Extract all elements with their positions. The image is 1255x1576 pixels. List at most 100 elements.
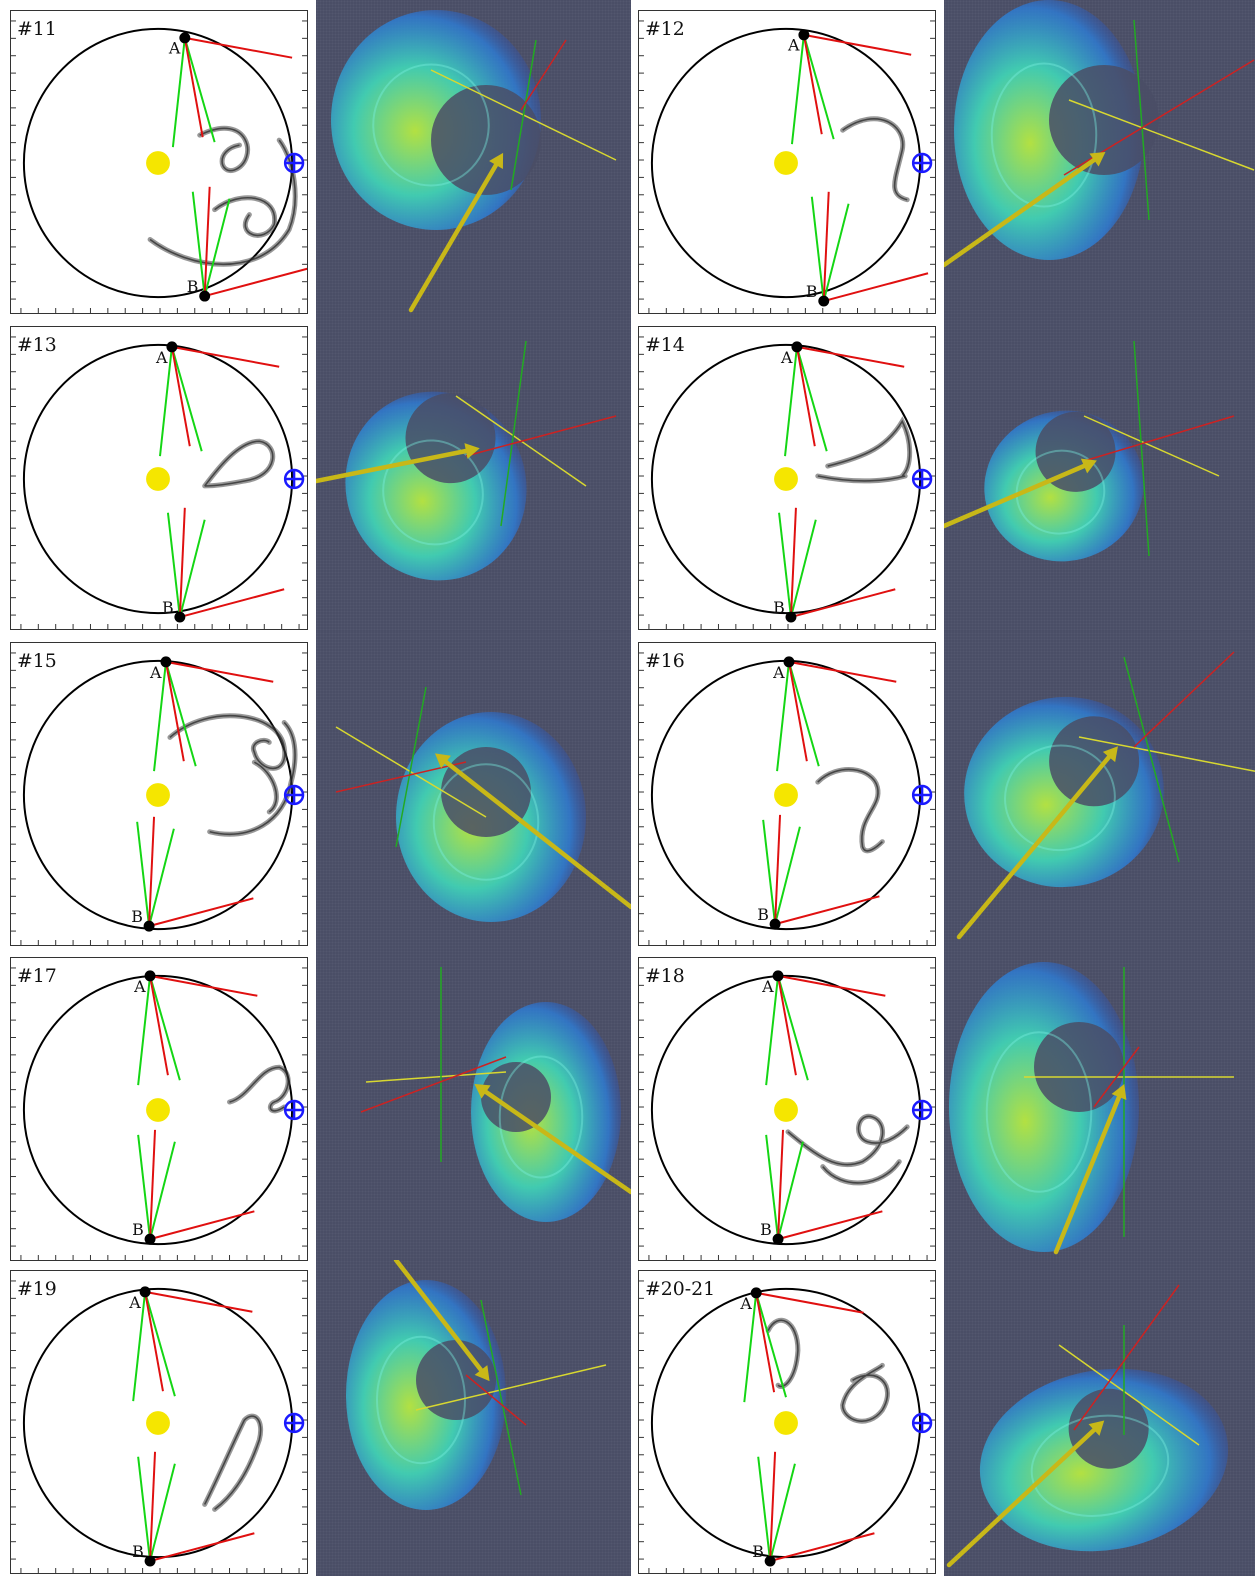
ejecta-sketch	[202, 438, 276, 489]
flux-rope-volume	[954, 0, 1159, 260]
volume-render-svg	[346, 1260, 607, 1510]
sun-disk-icon	[774, 783, 798, 807]
direction-arrow-icon	[434, 753, 631, 910]
orbit-schematic-svg: AB#16	[639, 650, 935, 945]
coordinate-axis-line	[1133, 19, 1150, 221]
spacecraft-b-dot-icon	[764, 1555, 776, 1567]
orbit-schematic-svg: AB#15	[11, 650, 307, 945]
event-number-label: #17	[17, 965, 57, 987]
spacecraft-a-label: A	[761, 977, 774, 996]
sun-disk-icon	[774, 1098, 798, 1122]
ejecta-sketch	[167, 713, 298, 837]
coordinate-axis-line	[335, 761, 467, 793]
orbit-schematic-svg: AB#17	[11, 965, 307, 1260]
coordinate-axis-line	[365, 1071, 507, 1083]
direction-arrow-icon	[1053, 1084, 1127, 1255]
flux-rope-volume	[396, 712, 586, 922]
spacecraft-a-label: A	[780, 348, 793, 367]
coordinate-axis-line	[500, 340, 527, 527]
spacecraft-a-dot-icon	[179, 32, 191, 44]
spacecraft-a-label: A	[787, 36, 800, 55]
volume-render-svg	[949, 962, 1234, 1255]
volume-render-panel	[316, 632, 631, 948]
earth-cross-circle-icon	[911, 468, 933, 490]
spacecraft-a-label: A	[128, 1293, 141, 1312]
spacecraft-b-label: B	[806, 282, 818, 301]
spacecraft-a-dot-icon	[791, 341, 803, 353]
spacecraft-b-label: B	[760, 1220, 772, 1239]
coordinate-axis-line	[395, 686, 427, 848]
volume-render-panel	[944, 947, 1255, 1263]
orbit-schematic-svg: AB#19	[11, 1278, 307, 1573]
spacecraft-a-label: A	[155, 348, 168, 367]
spacecraft-a-dot-icon	[750, 1287, 762, 1299]
spacecraft-b-label: B	[757, 905, 769, 924]
earth-cross-circle-icon	[911, 1099, 933, 1121]
earth-cross-circle-icon	[283, 1412, 305, 1434]
event-number-label: #12	[645, 18, 685, 40]
coordinate-axis-line	[1078, 736, 1255, 772]
ejecta-sketch	[765, 1317, 890, 1424]
volume-render-panel	[944, 632, 1255, 948]
sun-disk-icon	[774, 1411, 798, 1435]
orbit-schematic-panel: A B #18	[638, 957, 936, 1261]
ejecta-sketch	[815, 767, 885, 854]
coordinate-axis-line	[1068, 99, 1255, 171]
orbit-schematic-svg: A B #18	[639, 965, 935, 1260]
spacecraft-b-label: B	[132, 1542, 144, 1561]
sun-disk-icon	[146, 467, 170, 491]
sun-disk-icon	[774, 467, 798, 491]
volume-render-panel	[944, 316, 1255, 632]
spacecraft-a-label: A	[168, 39, 181, 58]
spacecraft-a-dot-icon	[160, 656, 172, 668]
coordinate-axis-line	[1083, 415, 1235, 462]
coordinate-axis-line	[1133, 651, 1235, 748]
earth-cross-circle-icon	[283, 784, 305, 806]
volume-render-svg	[944, 340, 1235, 562]
spacecraft-b-label: B	[773, 598, 785, 617]
spacecraft-b-dot-icon	[143, 920, 155, 932]
direction-arrow-icon	[408, 152, 504, 313]
flux-rope-volume	[949, 962, 1139, 1252]
spacecraft-b-dot-icon	[199, 290, 211, 302]
spacecraft-b-dot-icon	[174, 611, 186, 623]
volume-render-panel	[944, 0, 1255, 316]
volume-render-svg	[944, 0, 1255, 268]
spacecraft-b-label: B	[132, 1220, 144, 1239]
direction-arrow-icon	[944, 458, 1097, 529]
event-number-label: #18	[645, 965, 685, 987]
ejecta-sketch	[840, 116, 910, 203]
earth-cross-circle-icon	[911, 1412, 933, 1434]
spacecraft-a-label: A	[739, 1294, 752, 1313]
spacecraft-b-label: B	[162, 598, 174, 617]
volume-render-svg	[946, 1284, 1229, 1568]
coordinate-axis-line	[1058, 1344, 1200, 1446]
earth-cross-circle-icon	[911, 152, 933, 174]
spacecraft-a-dot-icon	[798, 29, 810, 41]
spacecraft-b-dot-icon	[785, 611, 797, 623]
coordinate-axis-line	[520, 39, 567, 111]
coordinate-axis-line	[415, 1364, 607, 1411]
event-number-label: #20-21	[645, 1278, 715, 1300]
coordinate-axis-line	[1073, 1284, 1180, 1431]
volume-render-svg	[331, 10, 617, 313]
event-number-label: #13	[17, 334, 57, 356]
direction-arrow-icon	[944, 151, 1106, 268]
ejecta-sketch	[202, 1413, 263, 1512]
flux-rope-volume	[471, 1002, 621, 1222]
earth-cross-circle-icon	[283, 152, 305, 174]
coordinate-axis-line	[465, 415, 617, 457]
spacecraft-a-dot-icon	[139, 1286, 151, 1298]
coordinate-axis-line	[480, 1299, 522, 1496]
volume-render-svg	[956, 651, 1255, 940]
coordinate-axis-line	[1083, 415, 1220, 477]
volume-render-panel	[316, 0, 631, 316]
orbit-schematic-svg: AB#20-21	[639, 1278, 935, 1573]
coordinate-axis-line	[510, 39, 537, 191]
coordinate-axis-line	[1123, 656, 1180, 863]
volume-render-panel	[316, 316, 631, 632]
